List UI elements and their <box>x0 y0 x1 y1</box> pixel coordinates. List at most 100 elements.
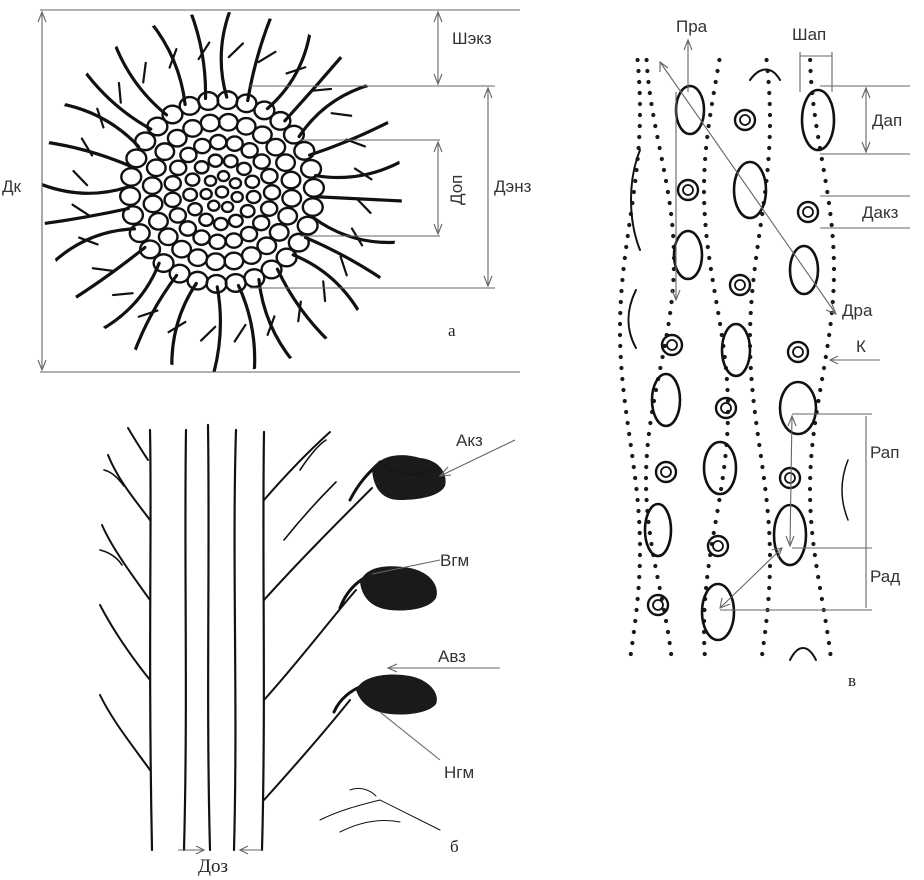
vein-dot <box>825 630 829 634</box>
vein-dot <box>768 135 772 139</box>
radial-rays <box>37 7 407 377</box>
cell <box>209 235 225 249</box>
stoma-spiral-outer <box>798 202 818 222</box>
panel-a-cross-section: Дк Шэкз Дэнз Доп а <box>2 7 532 377</box>
vein-dot <box>630 454 634 458</box>
cell <box>264 185 280 199</box>
vein-dot <box>619 289 623 293</box>
vein-dot <box>768 575 772 579</box>
vein-dot <box>808 58 812 62</box>
vein-dot <box>749 300 753 304</box>
vein-dot <box>619 300 623 304</box>
ray <box>40 208 129 224</box>
cell <box>278 208 297 225</box>
vein-dot <box>636 586 640 590</box>
vein-dot <box>666 322 670 326</box>
vein-dot <box>812 432 816 436</box>
vein-dot <box>748 322 752 326</box>
vein-dot <box>638 542 642 546</box>
vein-dot <box>708 113 712 117</box>
vein-dot <box>825 190 829 194</box>
cell <box>227 136 243 150</box>
vein-dot <box>816 575 820 579</box>
vein-dot <box>718 322 722 326</box>
vein-dot <box>703 212 707 216</box>
vein-dot <box>716 311 720 315</box>
vein-dot <box>768 564 772 568</box>
cell <box>183 120 202 137</box>
vein-dot <box>703 223 707 227</box>
vein-dot <box>757 234 761 238</box>
vein-dot <box>627 432 631 436</box>
vein-dot <box>830 223 834 227</box>
vein-dot <box>666 190 670 194</box>
vein-dot <box>620 278 624 282</box>
vein-dot <box>768 553 772 557</box>
vein-dot <box>712 289 716 293</box>
ray <box>83 70 150 130</box>
dotted-vein-lines <box>618 58 836 656</box>
soil-texture <box>320 788 440 832</box>
vein-dot <box>703 157 707 161</box>
cell <box>165 176 181 190</box>
ray-branch <box>73 171 87 185</box>
stoma-spiral-inner <box>793 347 803 357</box>
ray-branch <box>235 325 246 342</box>
vein-dot <box>750 289 754 293</box>
stoma-oval <box>780 382 816 434</box>
vein-dot <box>638 91 642 95</box>
vein-dot <box>648 91 652 95</box>
vein-dot <box>768 124 772 128</box>
vein-dot <box>827 201 831 205</box>
vein-dot <box>644 487 648 491</box>
cell <box>170 161 186 175</box>
vein-dot <box>629 652 633 656</box>
stoma-oval <box>802 90 834 150</box>
vein-dot <box>820 597 824 601</box>
panel-b-longitudinal: Акз Вгм Авз Нгм Доз б <box>100 425 515 877</box>
cell <box>266 139 285 156</box>
cell <box>237 163 251 175</box>
cell <box>149 213 168 230</box>
label-dop: Доп <box>447 175 466 205</box>
vein-dot <box>760 465 764 469</box>
vein-dot <box>831 289 835 293</box>
vein-dot <box>816 399 820 403</box>
vein-dot <box>638 564 642 568</box>
vein-dot <box>717 498 721 502</box>
stoma-oval <box>722 324 750 376</box>
vein-dot <box>648 421 652 425</box>
cell <box>241 227 257 241</box>
ray <box>305 237 384 280</box>
cell <box>147 160 166 177</box>
stoma-oval <box>674 231 702 279</box>
vein-dot <box>710 102 714 106</box>
cell <box>209 155 223 167</box>
vein-dot <box>651 113 655 117</box>
vein-dot <box>636 509 640 513</box>
ray <box>60 104 139 147</box>
vein-dot <box>637 80 641 84</box>
vein-dot <box>632 630 636 634</box>
vein-dot <box>753 410 757 414</box>
vein-dot <box>764 619 768 623</box>
ray-branch <box>229 43 243 57</box>
vein-dot <box>766 520 770 524</box>
vein-dot <box>765 168 769 172</box>
cell <box>294 142 314 160</box>
cell <box>208 201 219 211</box>
vein-dot <box>820 157 824 161</box>
stoma-spiral-outer <box>788 342 808 362</box>
label-doz: Доз <box>198 856 228 877</box>
vein-dot <box>766 80 770 84</box>
vein-dot <box>623 399 627 403</box>
vein-dot <box>638 553 642 557</box>
ray <box>72 247 145 300</box>
vein-dot <box>646 443 650 447</box>
vein-dot <box>644 58 648 62</box>
vein-dot <box>636 69 640 73</box>
cell <box>214 218 228 230</box>
ray <box>316 160 405 178</box>
stoma-spiral-outer <box>648 595 668 615</box>
vein-dot <box>662 168 666 172</box>
